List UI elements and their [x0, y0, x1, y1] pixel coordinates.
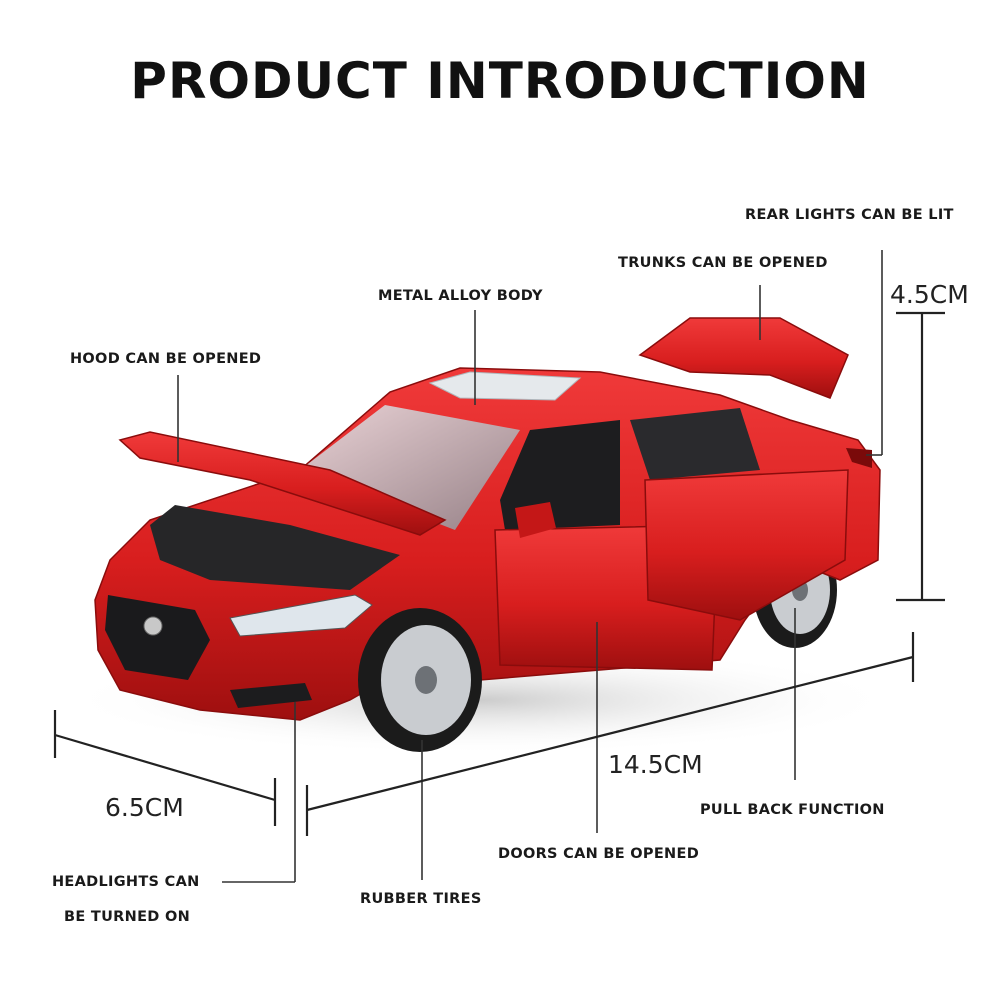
label-hood: HOOD CAN BE OPENED [70, 351, 262, 367]
dimension-height: 4.5CM [890, 280, 969, 309]
dimension-lines [53, 311, 945, 836]
windshield [300, 405, 520, 530]
page-title: PRODUCT INTRODUCTION [130, 52, 870, 110]
lower-intake [230, 683, 312, 708]
rear-door-opening [630, 408, 760, 480]
label-rubber-tires: RUBBER TIRES [360, 891, 482, 907]
front-door-opening [500, 420, 620, 530]
front-wheel [358, 608, 482, 752]
sunroof [428, 371, 582, 401]
label-rear-lights: REAR LIGHTS CAN BE LIT [745, 207, 954, 223]
badge [143, 616, 163, 636]
callout-lines [177, 250, 883, 883]
label-trunk: TRUNKS CAN BE OPENED [618, 255, 828, 271]
side-mirror [515, 502, 556, 538]
label-metal-body: METAL ALLOY BODY [378, 288, 543, 304]
rear-light [846, 448, 872, 468]
engine-bay [150, 505, 400, 590]
label-headlights-line1: HEADLIGHTS CAN [52, 874, 200, 890]
open-hood [118, 431, 447, 536]
label-doors: DOORS CAN BE OPENED [498, 846, 700, 862]
open-rear-door [644, 469, 849, 621]
headlight [229, 594, 373, 637]
label-pull-back: PULL BACK FUNCTION [700, 802, 885, 818]
dimension-width: 6.5CM [105, 793, 184, 822]
front-grille [105, 595, 210, 680]
dimension-length: 14.5CM [608, 750, 703, 779]
open-trunk-lid [638, 317, 849, 399]
label-headlights-line2: BE TURNED ON [64, 909, 191, 925]
